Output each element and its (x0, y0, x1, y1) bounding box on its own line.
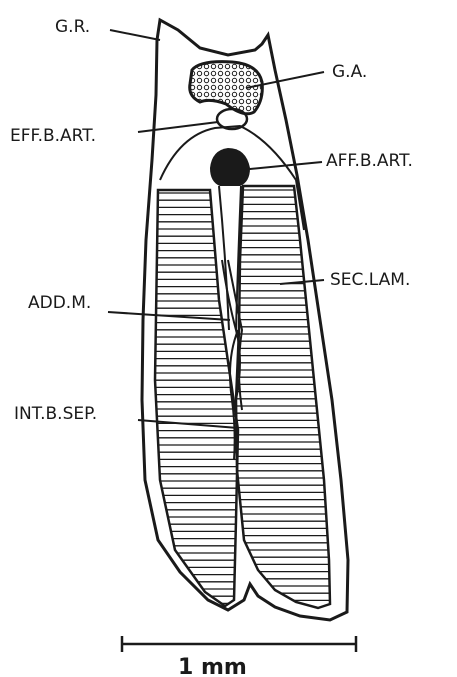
label-aff-b-art: AFF.B.ART. (326, 151, 413, 171)
label-gr: G.R. (55, 17, 90, 37)
right-secondary-lamellae (234, 190, 334, 608)
label-add-m: ADD.M. (28, 293, 91, 313)
label-ga: G.A. (332, 62, 367, 82)
left-filament-outline (155, 190, 238, 606)
scale-bar: 1 mm (122, 636, 356, 677)
leader-gr (110, 30, 160, 40)
left-secondary-lamellae (150, 193, 242, 603)
afferent-artery (210, 148, 250, 186)
right-filament-outline (236, 186, 330, 608)
scale-bar-label: 1 mm (178, 655, 247, 677)
label-sec-lam: SEC.LAM. (330, 270, 410, 290)
label-int-b-sep: INT.B.SEP. (14, 404, 97, 424)
label-eff-b-art: EFF.B.ART. (10, 126, 96, 146)
leader-aff (240, 162, 322, 170)
